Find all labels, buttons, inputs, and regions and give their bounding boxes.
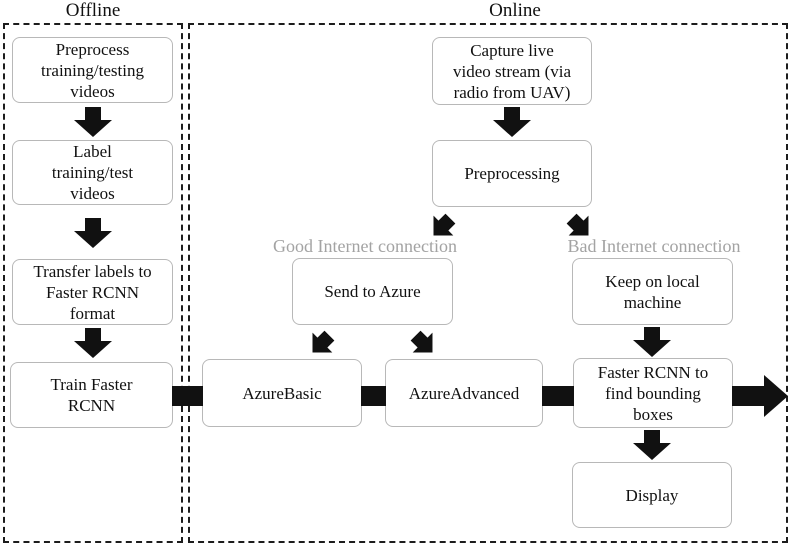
- arrow-down-icon: [74, 328, 112, 358]
- arrow-down-right-icon: [562, 209, 599, 246]
- node-faster-rcnn-boxes: Faster RCNN to find bounding boxes: [573, 358, 733, 428]
- node-preprocessing: Preprocessing: [432, 140, 592, 207]
- node-preprocess-videos: Preprocess training/testing videos: [12, 37, 173, 103]
- node-azure-advanced: AzureAdvanced: [385, 359, 543, 427]
- offline-section-title: Offline: [65, 0, 121, 21]
- node-label-videos: Label training/test videos: [12, 140, 173, 205]
- arrow-down-icon: [74, 107, 112, 137]
- arrow-down-icon: [633, 327, 671, 357]
- arrow-down-left-icon: [424, 209, 461, 246]
- good-connection-label: Good Internet connection: [273, 236, 457, 256]
- arrow-down-icon: [74, 218, 112, 248]
- online-section-title: Online: [489, 0, 541, 21]
- node-send-to-azure: Send to Azure: [292, 258, 453, 325]
- node-transfer-labels: Transfer labels to Faster RCNN format: [12, 259, 173, 325]
- node-keep-local: Keep on local machine: [572, 258, 733, 325]
- node-display: Display: [572, 462, 732, 528]
- node-azure-basic: AzureBasic: [202, 359, 362, 427]
- arrow-down-icon: [493, 107, 531, 137]
- node-train-faster-rcnn: Train Faster RCNN: [10, 362, 173, 428]
- connector-azureadvanced-to-fasterrcnn: [542, 386, 574, 406]
- connector-train-to-azurebasic: [172, 386, 203, 406]
- arrow-down-right-icon: [406, 326, 443, 363]
- node-capture-stream: Capture live video stream (via radio fro…: [432, 37, 592, 105]
- arrow-down-left-icon: [303, 326, 340, 363]
- bad-connection-label: Bad Internet connection: [567, 236, 741, 256]
- offline-section: [3, 23, 183, 543]
- online-section: [188, 23, 788, 543]
- arrow-down-icon: [633, 430, 671, 460]
- arrow-right-output-icon: [732, 375, 788, 417]
- connector-azurebasic-to-azureadvanced: [361, 386, 386, 406]
